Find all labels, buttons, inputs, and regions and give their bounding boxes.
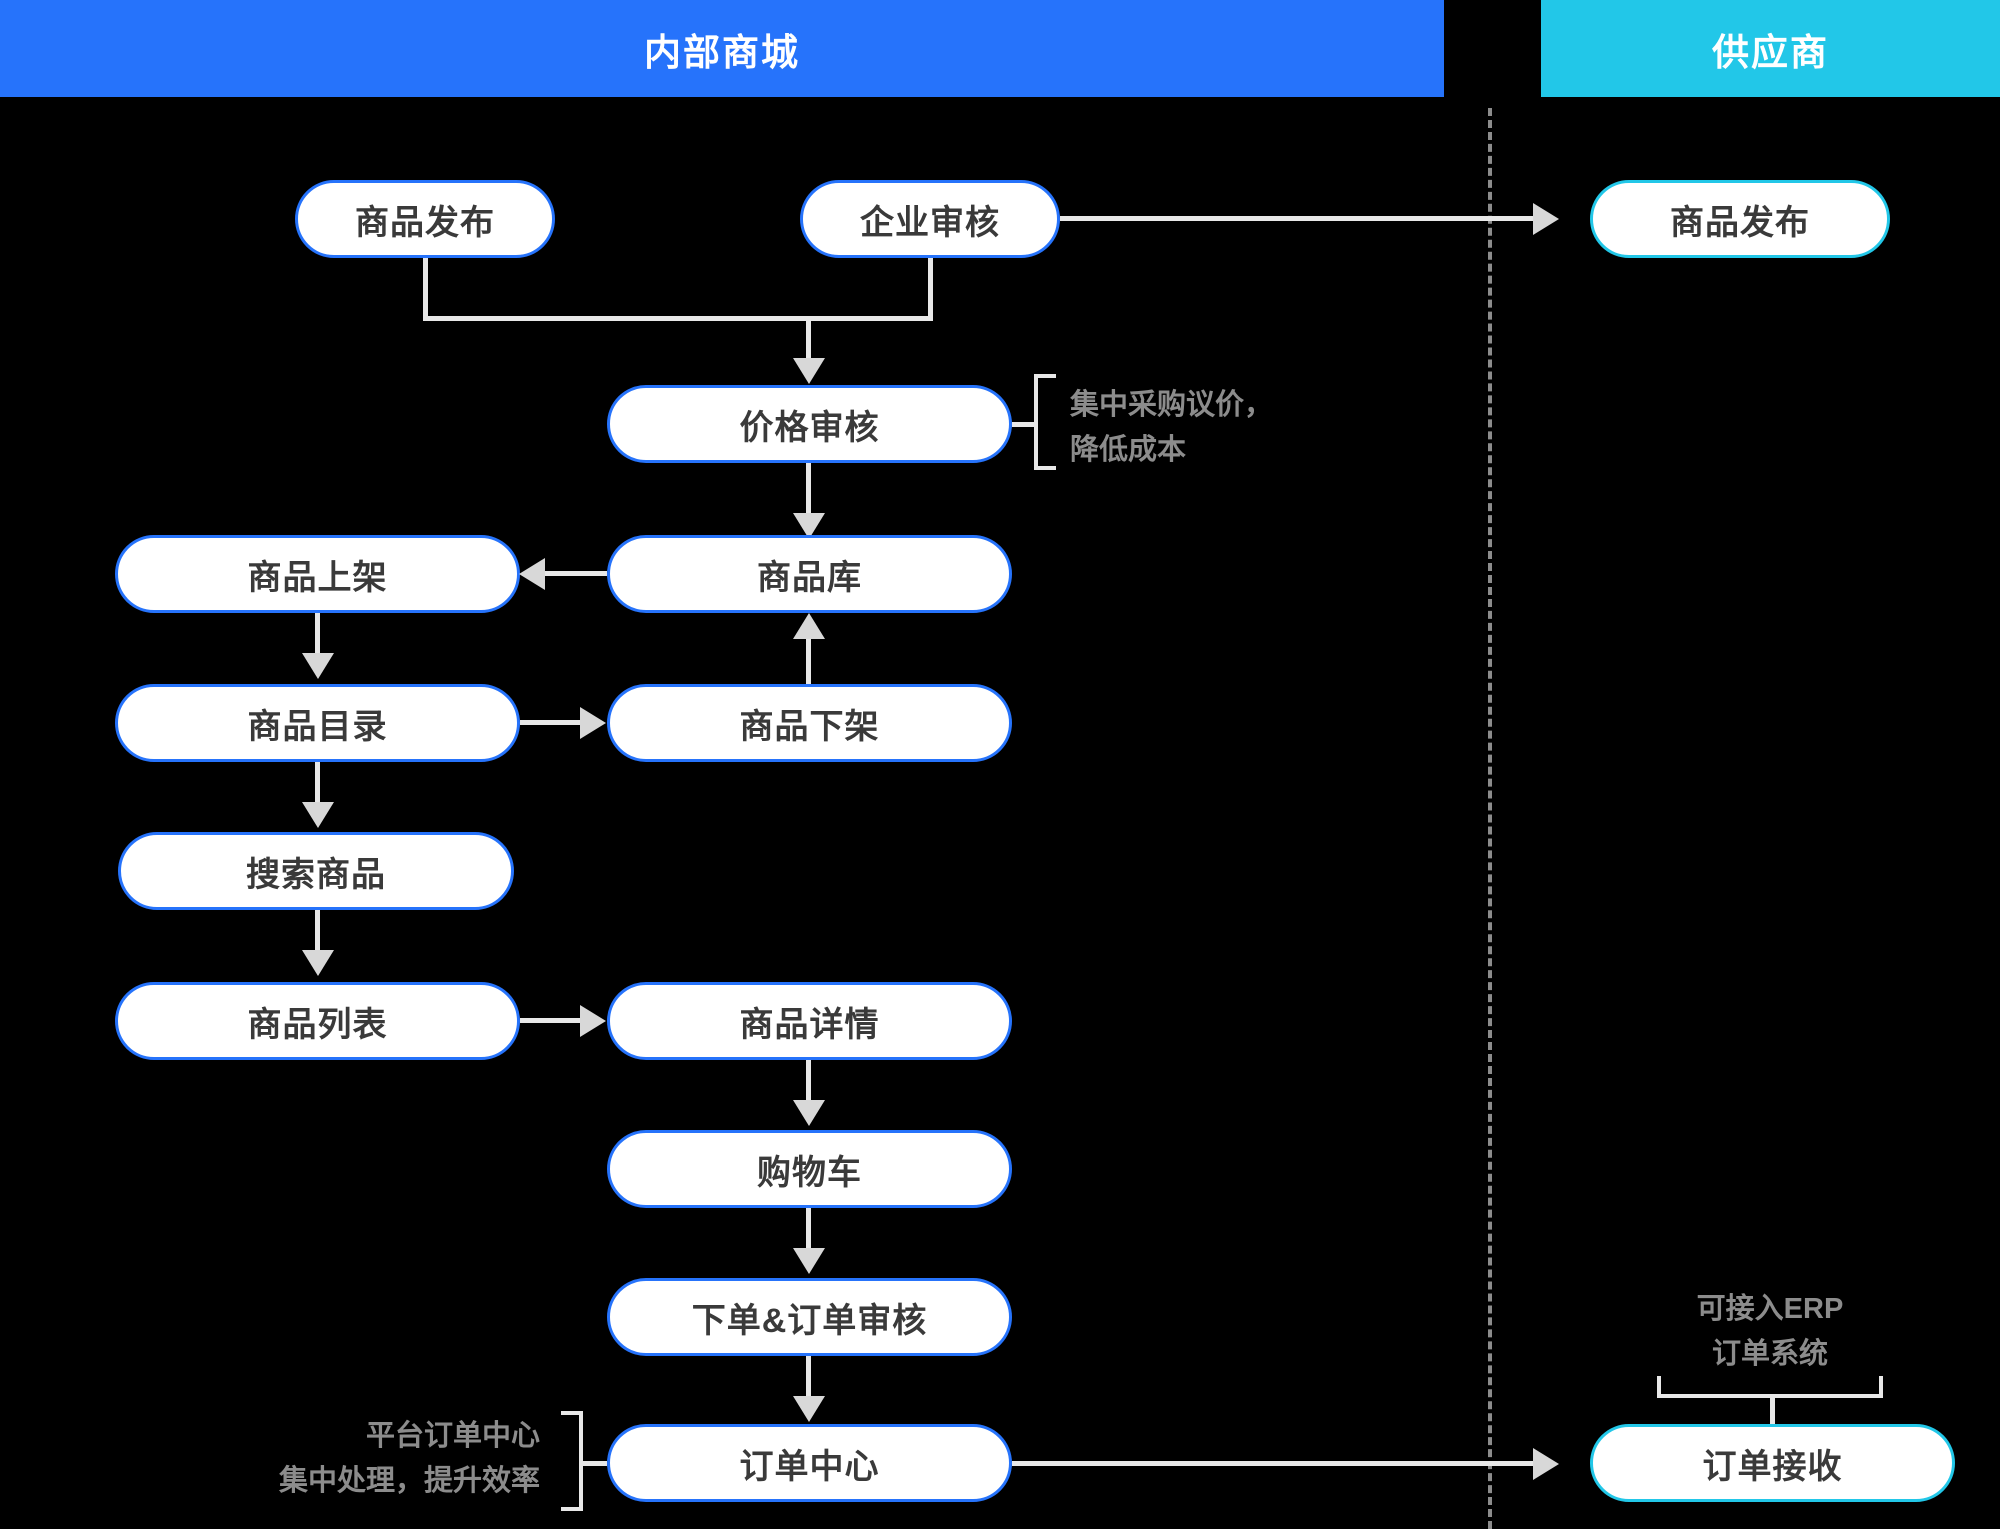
node-product-publish[interactable]: 商品发布 (295, 180, 555, 258)
node-product-shelf-off[interactable]: 商品下架 (607, 684, 1012, 762)
node-product-library[interactable]: 商品库 (607, 535, 1012, 613)
node-product-shelf-on[interactable]: 商品上架 (115, 535, 520, 613)
node-product-publish-label: 商品发布 (355, 203, 495, 242)
arrowhead-price-to-library (793, 513, 825, 539)
arrowhead-merge-to-price (793, 358, 825, 384)
lane-header-supplier: 供应商 (1541, 0, 2000, 97)
node-product-detail[interactable]: 商品详情 (607, 982, 1012, 1060)
node-product-shelf-off-label: 商品下架 (739, 707, 880, 746)
arrowhead-cart-to-order (793, 1248, 825, 1274)
bracket-erp-note (1657, 1376, 1883, 1398)
connector-place-order-to-center (806, 1356, 811, 1404)
connector-enterprise-drop (928, 258, 933, 320)
node-search-product-label: 搜索商品 (246, 855, 386, 894)
connector-order-center-to-receive (1012, 1461, 1535, 1466)
connector-search-to-list (315, 910, 320, 960)
arrowhead-list-to-detail (580, 1005, 606, 1037)
node-place-order-review[interactable]: 下单&订单审核 (607, 1278, 1012, 1356)
node-product-catalog-label: 商品目录 (247, 707, 388, 746)
node-order-receive[interactable]: 订单接收 (1590, 1424, 1955, 1502)
connector-cart-to-order (806, 1208, 811, 1256)
node-product-catalog[interactable]: 商品目录 (115, 684, 520, 762)
node-product-detail-label: 商品详情 (739, 1005, 880, 1044)
node-shopping-cart[interactable]: 购物车 (607, 1130, 1012, 1208)
arrowhead-search-to-list (302, 950, 334, 976)
connector-merge-bar (423, 316, 933, 321)
node-place-order-review-label: 下单&订单审核 (691, 1301, 928, 1340)
lane-header-supplier-label: 供应商 (1712, 31, 1829, 73)
node-shopping-cart-label: 购物车 (757, 1153, 862, 1192)
annotation-price-note: 集中采购议价， 降低成本 (1070, 389, 1274, 466)
connector-shelf-off-to-library (806, 625, 811, 685)
connector-detail-to-cart (806, 1060, 811, 1110)
annotation-erp-note: 可接入ERP 订单系统 (1696, 1293, 1844, 1370)
connector-enterprise-to-supplier (1060, 216, 1535, 221)
node-product-list[interactable]: 商品列表 (115, 982, 520, 1060)
node-order-center-label: 订单中心 (739, 1447, 880, 1486)
connector-library-to-shelf-on (543, 571, 607, 576)
node-order-center[interactable]: 订单中心 (607, 1424, 1012, 1502)
node-supplier-product-publish[interactable]: 商品发布 (1590, 180, 1890, 258)
arrowhead-place-order-to-center (793, 1396, 825, 1422)
arrowhead-shelf-on-to-catalog (302, 653, 334, 679)
arrowhead-catalog-to-search (302, 802, 334, 828)
connector-shelf-on-to-catalog (315, 613, 320, 663)
node-order-receive-label: 订单接收 (1702, 1447, 1843, 1486)
node-enterprise-review-label: 企业审核 (860, 203, 1000, 242)
connector-price-to-library (806, 463, 811, 523)
connector-erp-note-stub (1770, 1396, 1775, 1424)
node-search-product[interactable]: 搜索商品 (118, 832, 514, 910)
arrowhead-enterprise-to-supplier (1533, 203, 1559, 235)
connector-publish-drop (423, 258, 428, 320)
bracket-price-note (1034, 374, 1056, 470)
arrowhead-order-center-to-receive (1533, 1448, 1559, 1480)
connector-catalog-to-shelf-off (520, 720, 582, 725)
annotation-order-center-note: 平台订单中心 集中处理，提升效率 (278, 1420, 540, 1497)
node-enterprise-review[interactable]: 企业审核 (800, 180, 1060, 258)
node-product-list-label: 商品列表 (247, 1005, 388, 1044)
connector-price-note-stub (1012, 422, 1036, 427)
lane-divider-dashed (1488, 108, 1492, 1529)
connector-catalog-to-search (315, 762, 320, 812)
node-price-review[interactable]: 价格审核 (607, 385, 1012, 463)
lane-header-internal: 内部商城 (0, 0, 1444, 97)
node-supplier-product-publish-label: 商品发布 (1670, 203, 1810, 242)
arrowhead-library-to-shelf-on (519, 558, 545, 590)
lane-header-internal-label: 内部商城 (644, 31, 800, 73)
arrowhead-detail-to-cart (793, 1100, 825, 1126)
arrowhead-shelf-off-to-library (793, 613, 825, 639)
bracket-order-center-note (561, 1411, 583, 1511)
arrowhead-catalog-to-shelf-off (580, 707, 606, 739)
node-product-shelf-on-label: 商品上架 (247, 558, 388, 597)
node-product-library-label: 商品库 (757, 558, 862, 597)
connector-order-note-stub (583, 1461, 607, 1466)
connector-merge-to-price (806, 316, 811, 364)
connector-list-to-detail (520, 1018, 582, 1023)
node-price-review-label: 价格审核 (739, 408, 880, 447)
